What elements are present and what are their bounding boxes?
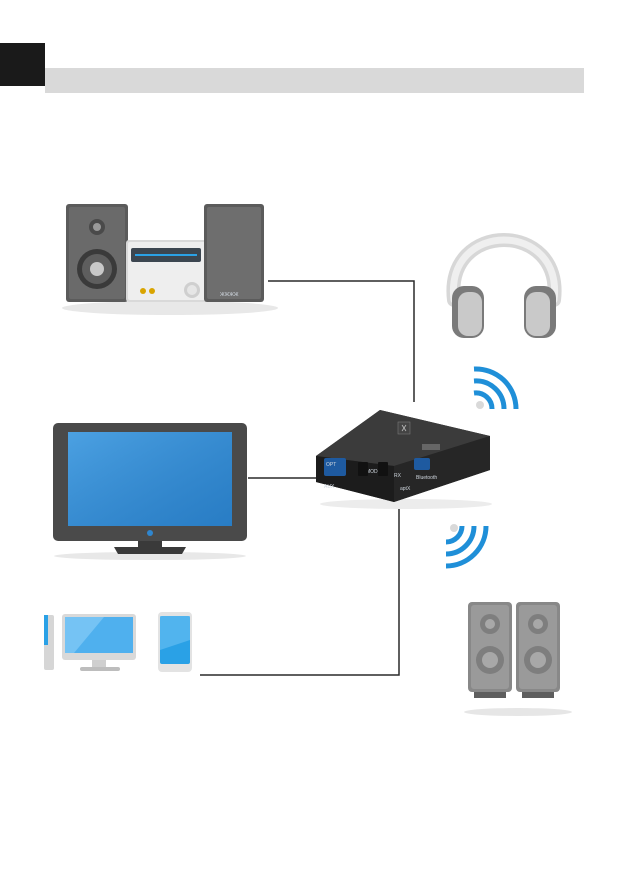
smartphone-icon [156, 610, 196, 676]
wireless-signal-icon [440, 520, 500, 570]
stereo-brand-text: ЖЖЖЖ [220, 292, 239, 298]
hifi-stereo-icon: ЖЖЖЖ [60, 200, 278, 318]
speakers [462, 598, 574, 718]
flat-tv [50, 420, 250, 560]
bluetooth-transmitter: OPT MODE RX Bluetooth AUX aptX [314, 400, 494, 510]
transmitter-aux-label: AUX [324, 484, 335, 490]
transmitter-rx-label: RX [394, 473, 402, 479]
speakers-icon [462, 598, 574, 718]
headphones [438, 200, 570, 345]
stereo-system: ЖЖЖЖ [60, 200, 278, 318]
stereo-cable [268, 281, 414, 402]
transmitter-aptx-label: aptX [400, 486, 411, 492]
bluetooth-transmitter-icon: OPT MODE RX Bluetooth AUX aptX [314, 400, 494, 510]
headphones-icon [438, 200, 570, 345]
transmitter-opt-label: OPT [326, 462, 336, 468]
flat-tv-icon [50, 420, 250, 560]
computer-and-phone [44, 610, 204, 676]
transmitter-bt-label: Bluetooth [416, 475, 437, 481]
